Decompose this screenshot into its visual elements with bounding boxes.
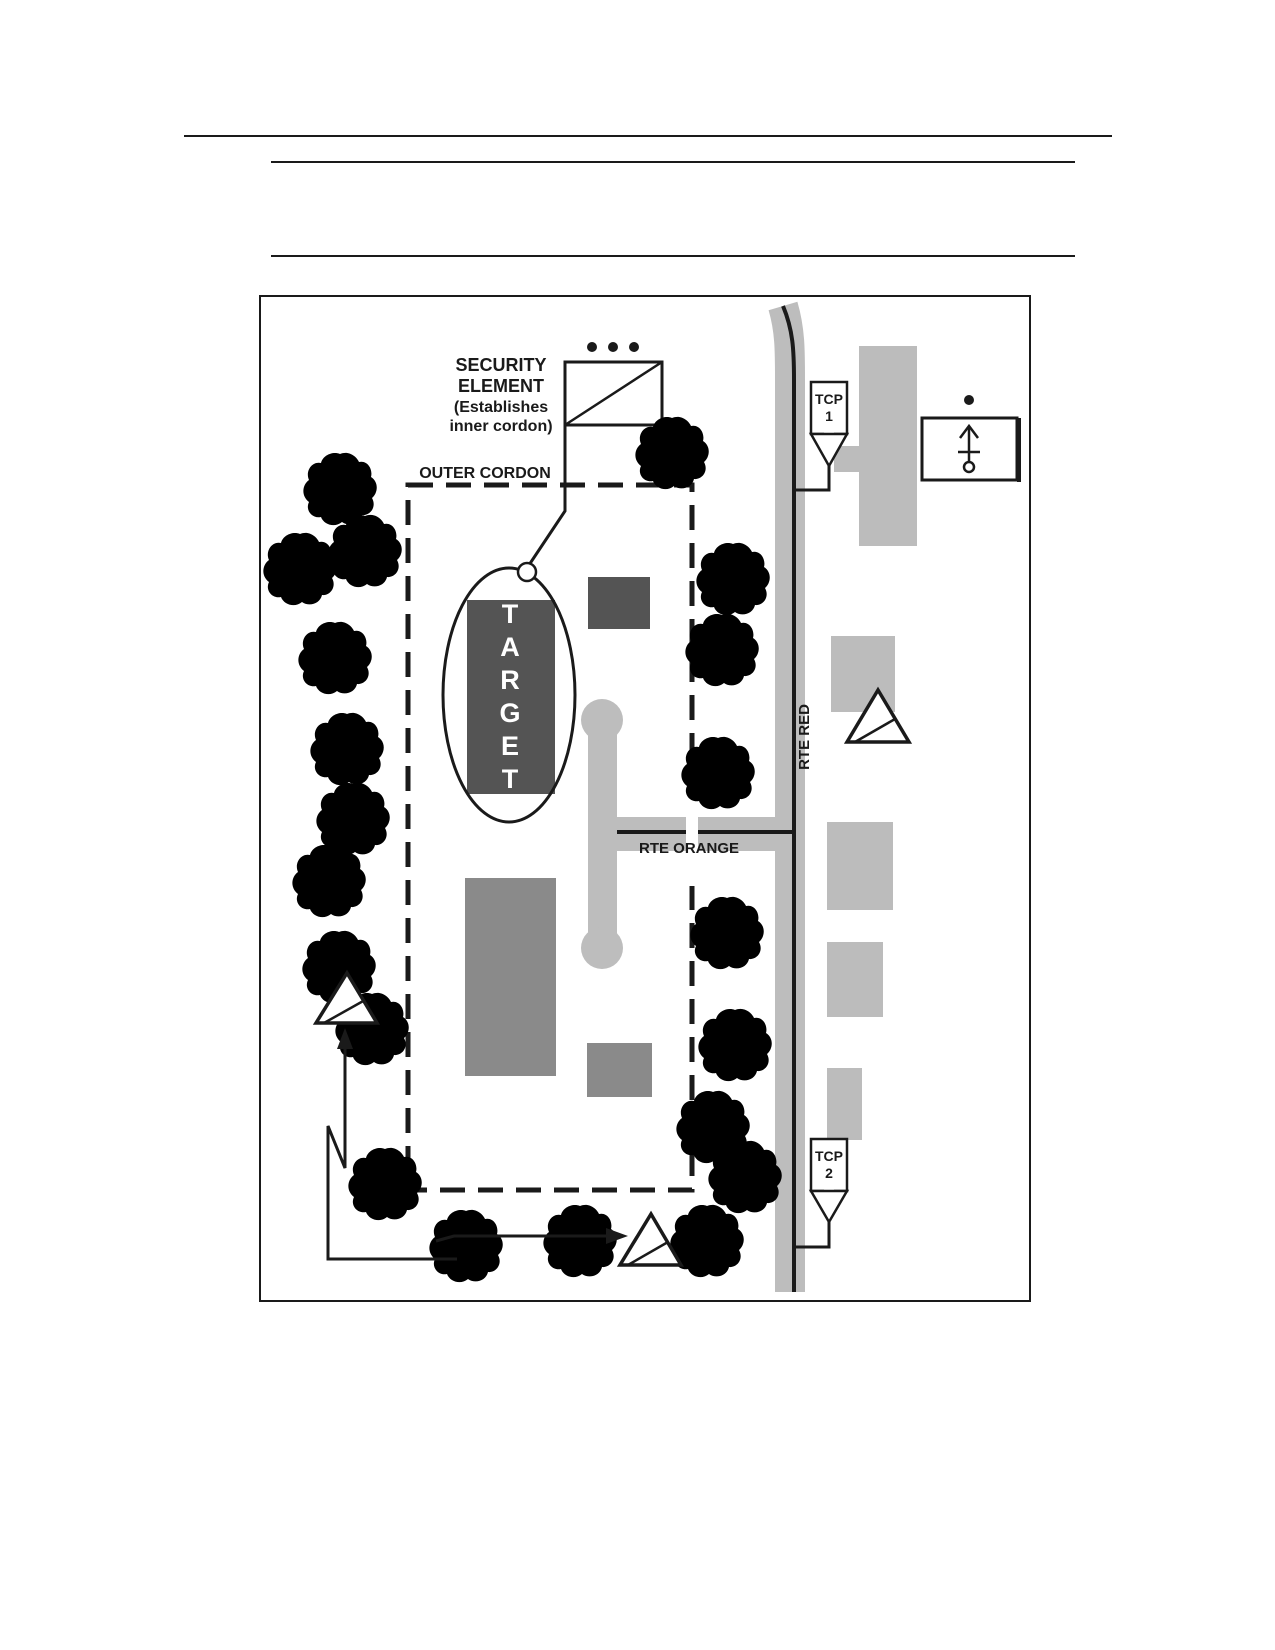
tcp-2-label: TCP [815, 1148, 843, 1164]
target-building [467, 600, 555, 794]
building-small-north [588, 577, 650, 629]
tcp-1-symbol: TCP 1 [795, 380, 850, 492]
target-letter: R [500, 665, 520, 695]
rte-red-road [768, 301, 805, 1292]
access-road-cul-de-sac-north [581, 699, 623, 741]
target-letter: E [501, 731, 519, 761]
echelon-dot [587, 342, 597, 352]
cordon-gap-east [686, 776, 698, 886]
observation-post-west [312, 969, 381, 1025]
rte-red-label: RTE RED [796, 704, 813, 770]
tcp-2-number: 2 [825, 1165, 833, 1181]
observation-post-east [843, 686, 913, 744]
target-label: T A R G E T [499, 599, 520, 794]
echelon-dot [608, 342, 618, 352]
observation-post-south [616, 1210, 685, 1267]
header-rule-inner-bottom [271, 255, 1075, 257]
building-east-4 [827, 942, 883, 1017]
access-road [588, 710, 617, 950]
rte-orange-label: RTE ORANGE [639, 840, 739, 857]
building-east-5 [827, 1068, 862, 1140]
tcp-1-number: 1 [825, 408, 833, 424]
tcp-1-label: TCP [815, 391, 843, 407]
building-small-south [587, 1043, 652, 1097]
echelon-dot [629, 342, 639, 352]
target-letter: G [499, 698, 520, 728]
security-element-link-node [516, 561, 538, 583]
header-rule-inner-top [271, 161, 1075, 163]
arrowhead-east-icon [606, 1228, 628, 1244]
movement-route [326, 1040, 457, 1261]
unit-symbol-east-echelon-dot [964, 395, 974, 405]
building-east-3 [827, 822, 893, 910]
movement-route-east [435, 1234, 612, 1243]
building-large-south [465, 878, 556, 1076]
security-element-label: SECURITY ELEMENT (Establishes inner cord… [449, 355, 552, 435]
security-element-line: inner cordon) [449, 418, 552, 435]
target-letter: T [502, 764, 519, 794]
security-element-line: SECURITY [455, 355, 546, 375]
inner-cordon-ellipse [441, 566, 577, 824]
header-rule-top [184, 135, 1112, 137]
security-element-line: (Establishes [454, 399, 548, 416]
arrowhead-north-icon [337, 1028, 353, 1049]
access-road-cul-de-sac-south [581, 927, 623, 969]
outer-cordon-label: OUTER CORDON [419, 465, 551, 482]
target-letter: T [502, 599, 519, 629]
security-element-link [525, 425, 567, 569]
security-element-symbol-diagonal [564, 360, 663, 427]
target-letter: A [500, 632, 520, 662]
building-east-1 [859, 346, 917, 546]
tcp-2-symbol: TCP 2 [795, 1137, 850, 1249]
arrow-up-icon [958, 423, 980, 474]
rte-red-centerline [781, 305, 796, 1292]
security-element-line: ELEMENT [458, 376, 544, 396]
